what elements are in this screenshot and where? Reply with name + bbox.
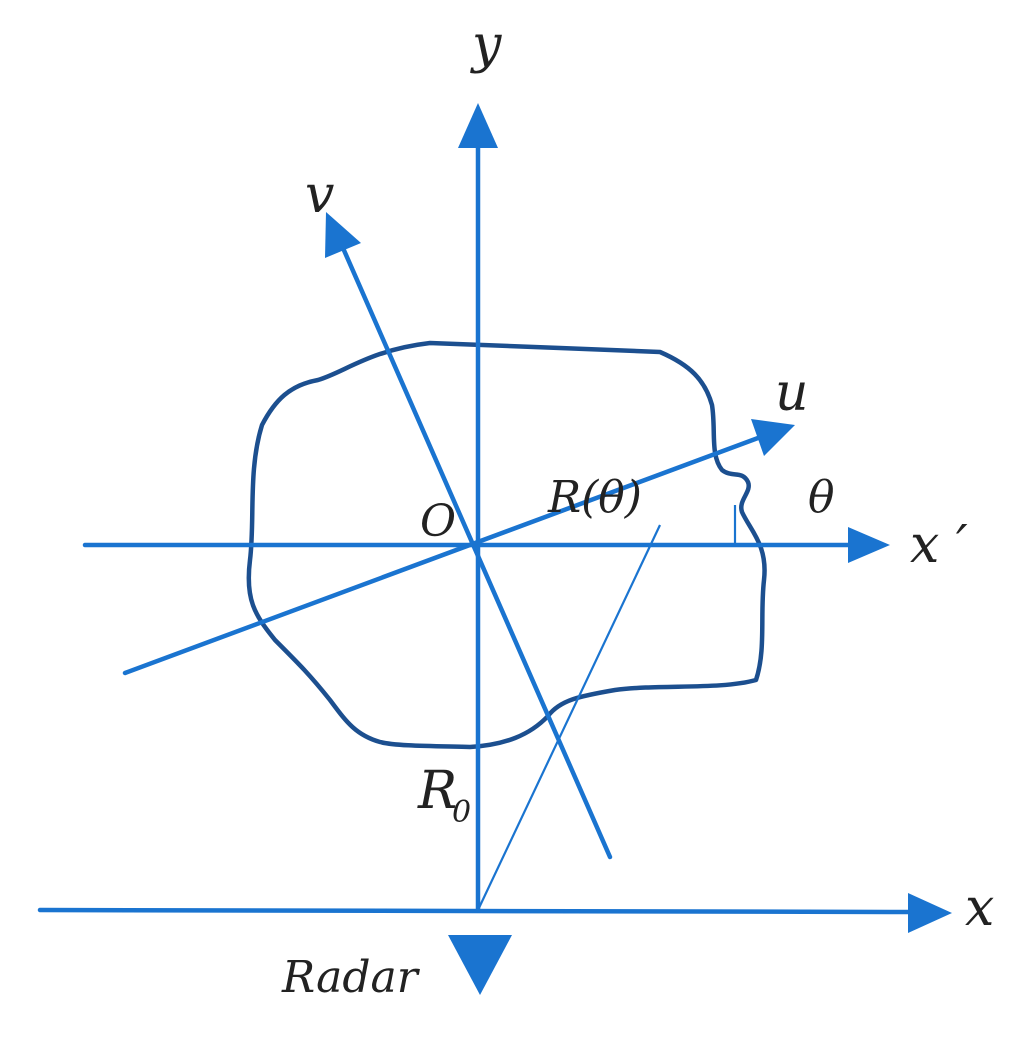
target-outline: [246, 340, 767, 750]
radar-label: Radar: [281, 952, 421, 1003]
y-axis-label: y: [470, 15, 502, 75]
radar-icon: [448, 935, 512, 995]
u-axis-line: [122, 435, 761, 676]
v-axis-arrow: [325, 212, 361, 258]
range-zero-label: R: [417, 761, 457, 821]
v-axis-label: v: [305, 165, 334, 225]
x-axis-arrow: [908, 893, 952, 933]
theta-label: θ: [808, 472, 835, 523]
x-axis-label: x: [965, 878, 994, 938]
x-prime-axis-label: x ′: [910, 515, 968, 575]
x-prime-axis-arrow: [848, 527, 890, 563]
range-zero-subscript: 0: [452, 795, 471, 830]
v-axis-line: [340, 245, 613, 860]
x-axis-line: [37, 907, 916, 915]
range-angle-label: R(θ): [547, 472, 642, 523]
origin-label: O: [420, 496, 456, 547]
u-axis-label: u: [775, 363, 809, 423]
range-line-thin: [477, 524, 661, 911]
u-axis-arrow: [751, 419, 795, 456]
y-axis-arrow: [458, 103, 498, 148]
